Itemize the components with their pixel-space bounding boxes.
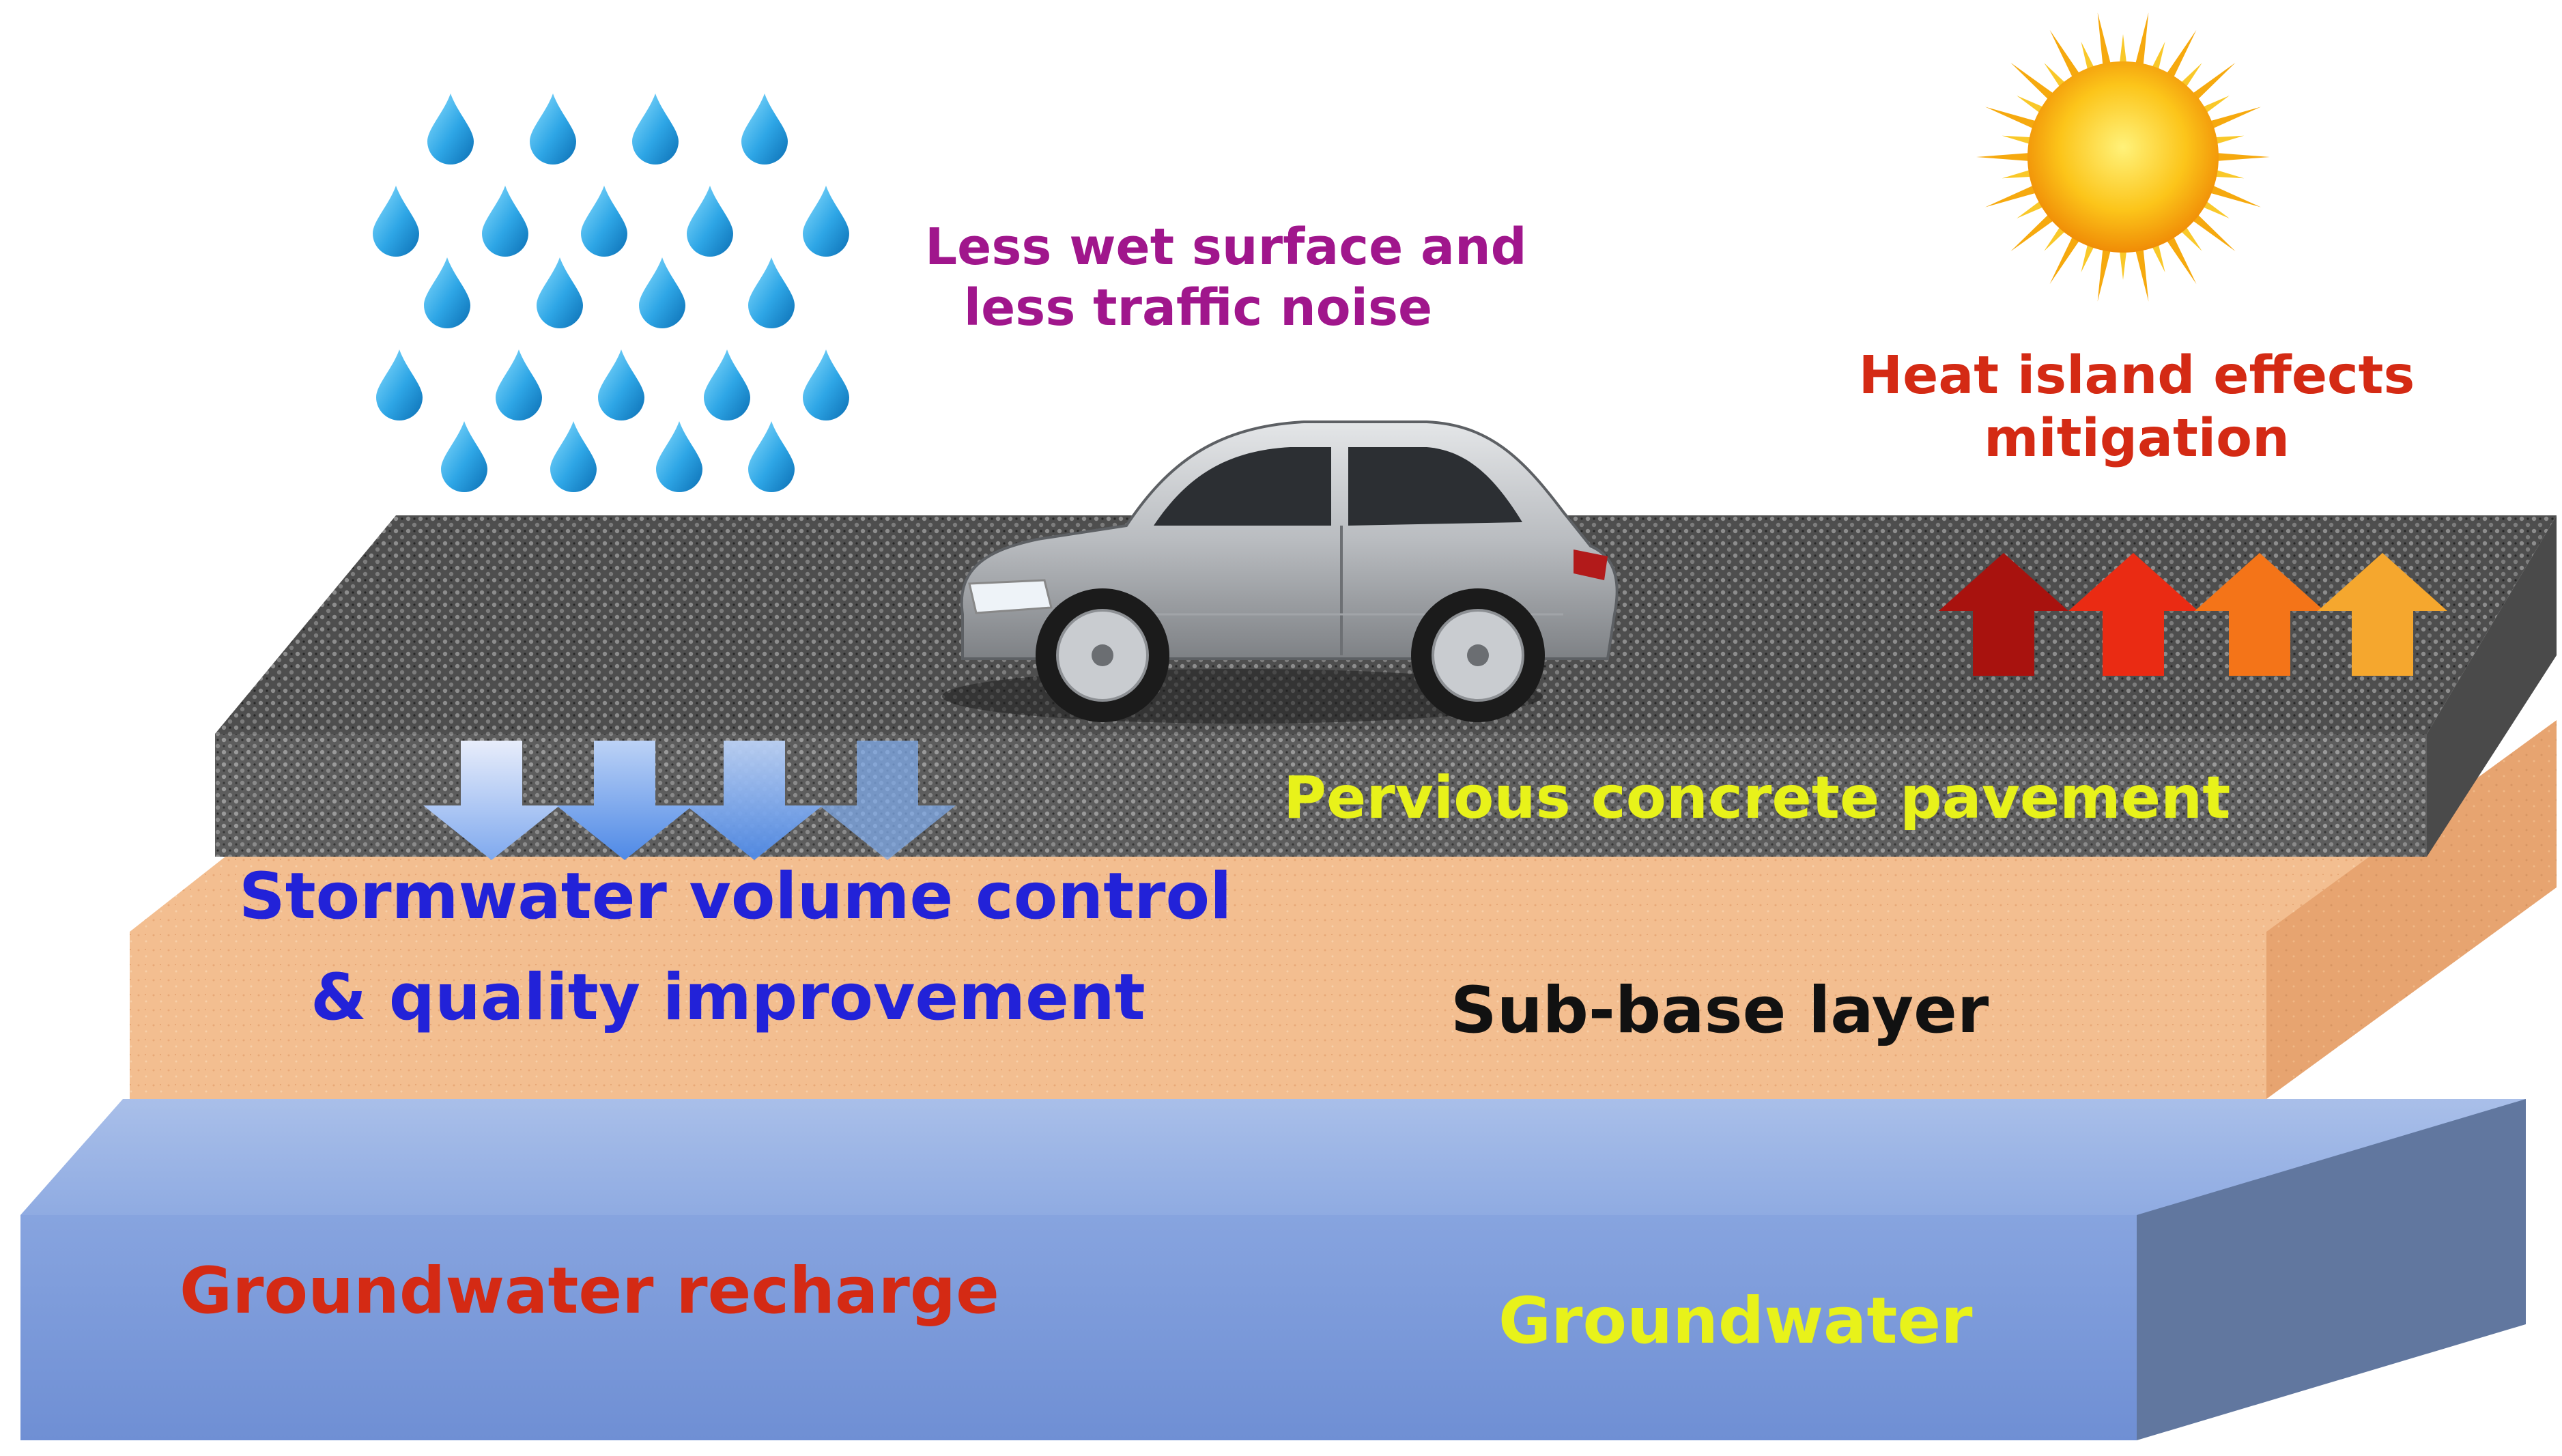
subbase-layer [130,720,2557,1099]
groundwater-label: Groundwater [1498,1284,1973,1358]
raindrop-icon [656,421,702,492]
raindrop-icon [687,186,733,257]
heat-arrow-icon [2068,553,2198,676]
sun-ray [2097,236,2114,302]
raindrop-icon [803,186,849,257]
raindrop-icon [427,94,474,165]
pavement-side-face [2427,515,2557,857]
subbase-front-face [130,932,2266,1099]
raindrop-icon [581,186,627,257]
water-down-arrow-icon [819,741,956,860]
raindrop-icon [424,257,470,328]
raindrop-icon [441,421,487,492]
raindrop-icon [741,94,788,165]
groundwater-recharge-label: Groundwater recharge [180,1254,999,1328]
stormwater-label-line2: & quality improvement [311,960,1145,1035]
raindrop-icon [748,257,795,328]
groundwater-top-face [20,1099,2526,1215]
car-rear-wheel [1411,588,1545,722]
groundwater-front-face [20,1215,2137,1440]
rain-benefit-label: Less wet surface and less traffic noise [925,217,1527,339]
subbase-top-face [130,857,2557,932]
sun-ray [2198,180,2262,208]
sun-ray [1976,152,2042,162]
water-down-arrow-icon [556,741,693,860]
sun-ray [2132,12,2149,78]
car-icon [942,420,1619,724]
stormwater-arrows [423,741,956,860]
sun-ray [1984,180,2048,208]
sun-ray [2198,106,2262,134]
raindrop-icon [530,94,576,165]
groundwater-layer [20,1099,2526,1440]
raindrop-icon [373,186,419,257]
sun-icon [1976,12,2270,302]
car-front-wheel [1036,588,1169,722]
stormwater-label-line1: Stormwater volume control [239,859,1232,934]
groundwater-side-face [2137,1099,2526,1440]
heat-arrows [1939,553,2447,676]
sun-ray [2097,12,2114,78]
heat-benefit-line1: Heat island effects [1858,345,2415,406]
raindrop-icon [496,349,542,420]
heat-benefit-line2: mitigation [1984,408,2290,470]
water-down-arrow-icon [686,741,823,860]
heat-benefit-label: Heat island effects mitigation [1843,345,2430,471]
sun-ray [1984,106,2048,134]
raindrop-icon [598,349,644,420]
pervious-pavement-label: Pervious concrete pavement [1283,764,2231,832]
heat-arrow-icon [2195,553,2324,676]
raindrop-icon [482,186,528,257]
raindrop-group [373,94,849,492]
sun-ray [2132,236,2149,302]
rain-benefit-line2: less traffic noise [963,278,1433,337]
heat-arrow-icon [1939,553,2068,676]
subbase-layer-label: Sub-base layer [1451,973,1989,1048]
water-down-arrow-icon [423,741,560,860]
sun-ray [2204,152,2270,162]
raindrop-icon [376,349,423,420]
raindrop-icon [639,257,685,328]
pavement-front-face [215,734,2427,857]
subbase-side-face [2266,720,2557,1099]
raindrop-icon [632,94,679,165]
raindrop-icon [748,421,795,492]
heat-arrow-icon [2318,553,2447,676]
raindrop-icon [537,257,583,328]
raindrop-icon [704,349,750,421]
raindrop-icon [550,421,597,492]
raindrop-icon [803,349,849,420]
rain-benefit-line1: Less wet surface and [925,218,1527,276]
